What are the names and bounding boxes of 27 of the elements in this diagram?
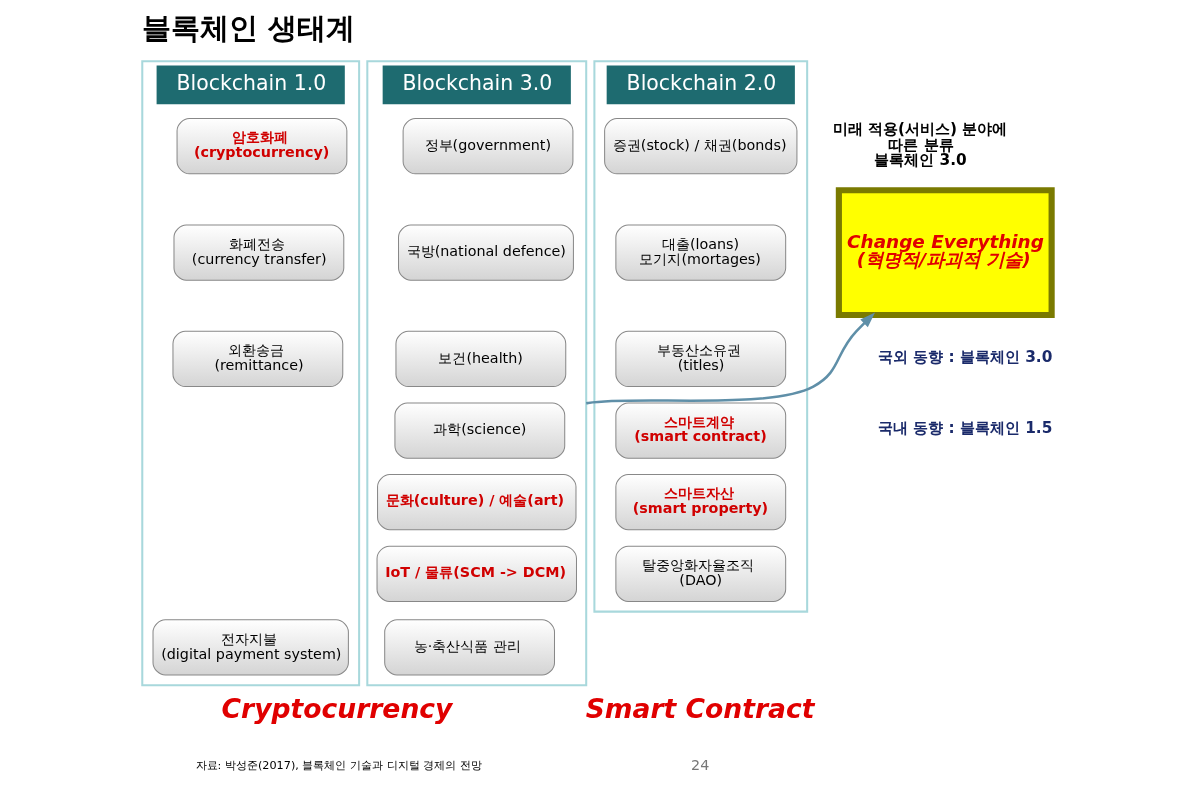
arrow [585, 312, 875, 405]
caption: 자료: 박성준(2017), 블록체인 기술과 디지털 경제의 전망 [195, 758, 482, 772]
label: 국외 동향 : 블록체인 3.0 [877, 347, 1052, 366]
node-box: 문화(culture) / 예술(art) [376, 474, 576, 531]
node-box: 대출(loans) 모기지(mortages) [614, 224, 786, 281]
node-box: 탈중앙화자율조직 (DAO) [614, 545, 786, 602]
node-box: 국방(national defence) [397, 224, 574, 281]
diagram-title: 블록체인 생태계 [141, 11, 355, 46]
node-box: 전자지불 (digital payment system) [152, 619, 349, 676]
label: 24 [690, 756, 709, 773]
node-box: 보건(health) [394, 330, 566, 388]
node-box: IoT / 물류(SCM -> DCM) [376, 545, 577, 602]
node-box: 정부(government) [402, 118, 573, 175]
label: Smart Contract [585, 692, 814, 724]
label: 미래 적용(서비스) 분야에 따른 분류 블록체인 3.0 [832, 120, 1007, 170]
node-box: 부동산소유권 (titles) [614, 330, 786, 388]
node-box: 외환송금 (remittance) [171, 330, 343, 388]
node-box: 암호화폐 (cryptocurrency) [176, 118, 347, 175]
node-box: 증권(stock) / 채권(bonds) [603, 118, 797, 175]
node-box: 화폐전송 (currency transfer) [172, 224, 344, 281]
node-box: 농·축산식품 관리 [383, 619, 555, 676]
node-box: Change Everything (혁명적/파괴적 기술) [835, 187, 1055, 319]
node-box: 스마트계약 (smart contract) [614, 402, 786, 459]
node-box: 과학(science) [393, 402, 565, 459]
label: Cryptocurrency [221, 692, 452, 724]
node-box: 스마트자산 (smart property) [614, 474, 786, 531]
label: 국내 동향 : 블록체인 1.5 [877, 419, 1052, 438]
